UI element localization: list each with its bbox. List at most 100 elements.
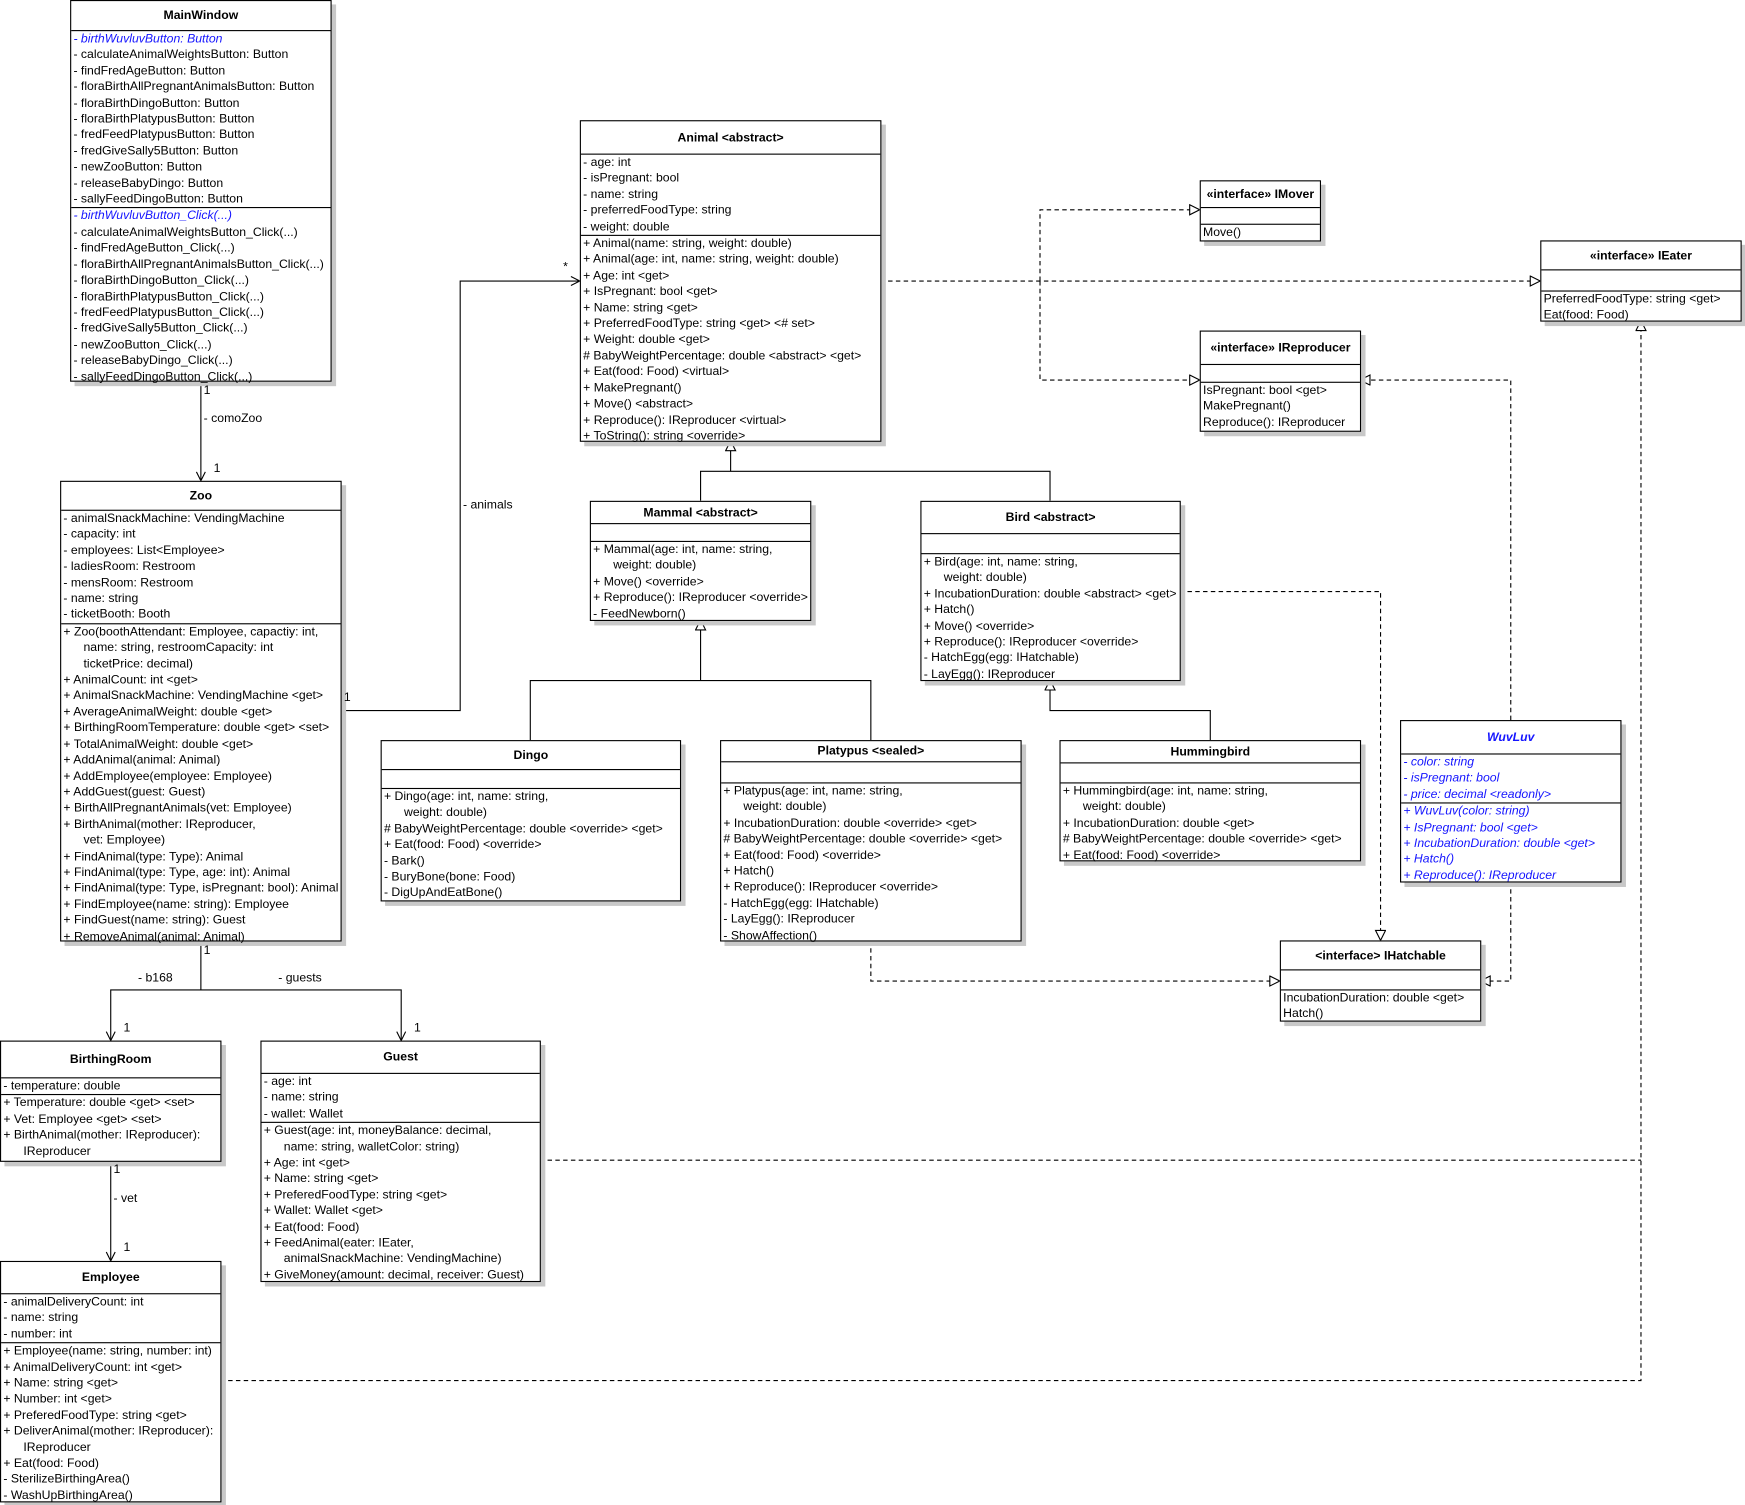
- member-row: + Name: string <get>: [3, 1376, 119, 1391]
- member-text: + Zoo(boothAttendant: Employee, capactiy…: [63, 625, 319, 639]
- operations-section: + Employee(name: string, number: int)+ A…: [1, 1344, 220, 1504]
- multiplicity: 1: [113, 1162, 121, 1177]
- member-row: + Reproduce(): IReproducer <override>: [593, 591, 808, 605]
- member-row: + Animal(name: string, weight: double): [583, 237, 792, 251]
- member-row: - FeedNewborn(): [593, 607, 686, 621]
- member-row: + Platypus(age: int, name: string,weight…: [723, 783, 1020, 815]
- class-name: Platypus <sealed>: [721, 741, 1021, 763]
- member-row: - LayEgg(): IReproducer: [723, 912, 855, 927]
- class-name: Zoo: [61, 482, 341, 511]
- class-box-zoo[interactable]: Zoo- animalSnackMachine: VendingMachine-…: [60, 480, 342, 945]
- member-row: - name: string: [263, 1091, 339, 1105]
- member-text: IReproducer: [23, 1144, 91, 1159]
- class-name: Guest: [261, 1042, 540, 1074]
- operations-section: + WuvLuv(color: string)+ IsPregnant: boo…: [1401, 804, 1620, 884]
- member-row: + Guest(age: int, moneyBalance: decimal,…: [264, 1123, 540, 1155]
- member-row: - Bark(): [383, 854, 425, 868]
- class-box-mammal[interactable]: Mammal <abstract> + Mammal(age: int, name…: [589, 500, 812, 622]
- multiplicity: 1: [203, 943, 211, 958]
- class-box-employee[interactable]: Employee- animalDeliveryCount: int- name…: [0, 1260, 222, 1504]
- member-row: - price: decimal <readonly>: [1403, 787, 1552, 802]
- class-box-platypus[interactable]: Platypus <sealed> + Platypus(age: int, na…: [720, 740, 1022, 942]
- member-row: Move(): [1203, 225, 1242, 240]
- class-name: WuvLuv: [1401, 721, 1621, 755]
- class-box-dingo[interactable]: Dingo+ Dingo(age: int, name: string,weig…: [380, 740, 682, 902]
- member-row: + Hummingbird(age: int, name: string,wei…: [1063, 783, 1360, 815]
- realize-wuvluv-ihatchable: [1480, 881, 1512, 981]
- multiplicity: 1: [203, 383, 211, 398]
- operations-section: + Zoo(boothAttendant: Employee, capactiy…: [61, 624, 340, 945]
- member-row: - isPregnant: bool: [1403, 771, 1500, 786]
- member-row: - findFredAgeButton: Button: [73, 64, 226, 78]
- attributes-section: - birthWuvluvButton: Button- calculateAn…: [71, 31, 331, 209]
- member-row: # BabyWeightPercentage: double <override…: [1062, 832, 1342, 847]
- member-row: + PreferredFoodType: string <get> <# set…: [583, 317, 815, 331]
- member-row: - temperature: double: [3, 1079, 121, 1093]
- class-box-bird[interactable]: Bird <abstract>+ Bird(age: int, name: st…: [920, 500, 1181, 682]
- member-row: + GiveMoney(amount: decimal, receiver: G…: [263, 1268, 525, 1282]
- member-row: - floraBirthPlatypusButton_Click(...): [73, 289, 264, 304]
- class-name: MainWindow: [71, 1, 331, 32]
- operations-section: + Dingo(age: int, name: string, weight: d…: [382, 789, 680, 901]
- member-row: Eat(food: Food): [1543, 308, 1629, 323]
- role-label-b168: - b168: [137, 971, 173, 985]
- attributes-section: - age: int- name: string- wallet: Wallet: [261, 1074, 540, 1124]
- member-row: + Reproduce(): IReproducer <override>: [923, 635, 1139, 649]
- member-row: - releaseBabyDingo: Button: [73, 176, 224, 190]
- member-text: weight: double): [403, 806, 488, 820]
- operations-section: PreferredFoodType: string <get>Eat(food:…: [1541, 292, 1740, 324]
- member-row: - HatchEgg(egg: IHatchable): [723, 896, 879, 911]
- member-row: + FindEmployee(name: string): Employee: [63, 897, 290, 912]
- member-row: - name: string: [3, 1311, 79, 1325]
- assoc-zoo-birthingroom: [111, 940, 202, 1040]
- member-row: - birthWuvluvButton_Click(...): [73, 209, 232, 224]
- class-name: <interface> IHatchable: [1280, 942, 1481, 971]
- member-row: + Zoo(boothAttendant: Employee, capactiy…: [63, 624, 340, 672]
- member-row: + FindAnimal(type: Type): Animal: [63, 849, 244, 864]
- member-row: # BabyWeightPercentage: double <abstract…: [583, 349, 862, 363]
- class-name: Mammal <abstract>: [590, 502, 811, 525]
- operations-section: + Mammal(age: int, name: string,weight: …: [591, 542, 810, 622]
- class-box-mainwindow[interactable]: MainWindow- birthWuvluvButton: Button- c…: [70, 0, 332, 385]
- member-row: - BuryBone(bone: Food): [383, 870, 516, 884]
- member-row: - floraBirthDingoButton: Button: [73, 96, 240, 110]
- member-row: + PreferedFoodType: string <get>: [263, 1188, 448, 1202]
- class-box-hummingbird[interactable]: Hummingbird+ Hummingbird(age: int, name:…: [1059, 740, 1362, 862]
- member-row: + IncubationDuration: double <abstract> …: [923, 587, 1177, 601]
- member-row: + Hatch(): [923, 603, 975, 617]
- member-row: + BirthAnimal(mother: IReproducer):IRepr…: [3, 1128, 220, 1160]
- member-row: + Number: int <get>: [3, 1392, 112, 1407]
- member-row: - newZooButton_Click(...): [73, 338, 212, 352]
- role-label-guests: - guests: [278, 971, 322, 985]
- member-row: + Reproduce(): IReproducer <virtual>: [583, 413, 787, 427]
- member-text: + BirthAnimal(mother: IReproducer):: [3, 1128, 201, 1143]
- class-box-wuvluv[interactable]: WuvLuv- color: string- isPregnant: bool-…: [1400, 720, 1622, 884]
- member-row: + Hatch(): [1403, 852, 1455, 867]
- member-row: + PreferedFoodType: string <get>: [3, 1408, 187, 1423]
- operations-section: IsPregnant: bool <get>MakePregnant()Repr…: [1201, 383, 1360, 431]
- member-row: - animalSnackMachine: VendingMachine: [63, 511, 285, 526]
- member-row: + Eat(food: Food): [3, 1456, 99, 1471]
- member-row: - fredFeedPlatypusButton: Button: [73, 128, 255, 142]
- class-box-birthingroom[interactable]: BirthingRoom- temperature: double+ Tempe…: [0, 1040, 222, 1162]
- member-row: + RemoveAnimal(animal: Animal): [63, 929, 245, 944]
- member-row: + IncubationDuration: double <get>: [1062, 816, 1255, 831]
- attributes-section: - animalSnackMachine: VendingMachine- ca…: [61, 511, 341, 625]
- member-row: + Eat(food: Food) <override>: [723, 848, 881, 863]
- member-row: - preferredFoodType: string: [583, 203, 732, 218]
- member-row: # BabyWeightPercentage: double <override…: [383, 822, 663, 836]
- member-text: + Guest(age: int, moneyBalance: decimal,: [263, 1124, 492, 1138]
- member-row: - calculateAnimalWeightsButton_Click(...…: [73, 225, 298, 240]
- member-row: + AverageAnimalWeight: double <get>: [63, 705, 273, 719]
- class-box-animal[interactable]: Animal <abstract>- age: int- isPregnant:…: [579, 120, 882, 443]
- class-box-guest[interactable]: Guest- age: int- name: string- wallet: W…: [260, 1040, 541, 1283]
- member-text: + Dingo(age: int, name: string,: [383, 790, 549, 804]
- member-row: - fredGiveSally5Button: Button: [73, 144, 239, 158]
- member-row: + AddEmployee(employee: Employee): [63, 769, 273, 783]
- operations-section: - birthWuvluvButton_Click(...)- calculat…: [71, 209, 330, 385]
- class-name: Employee: [1, 1262, 221, 1295]
